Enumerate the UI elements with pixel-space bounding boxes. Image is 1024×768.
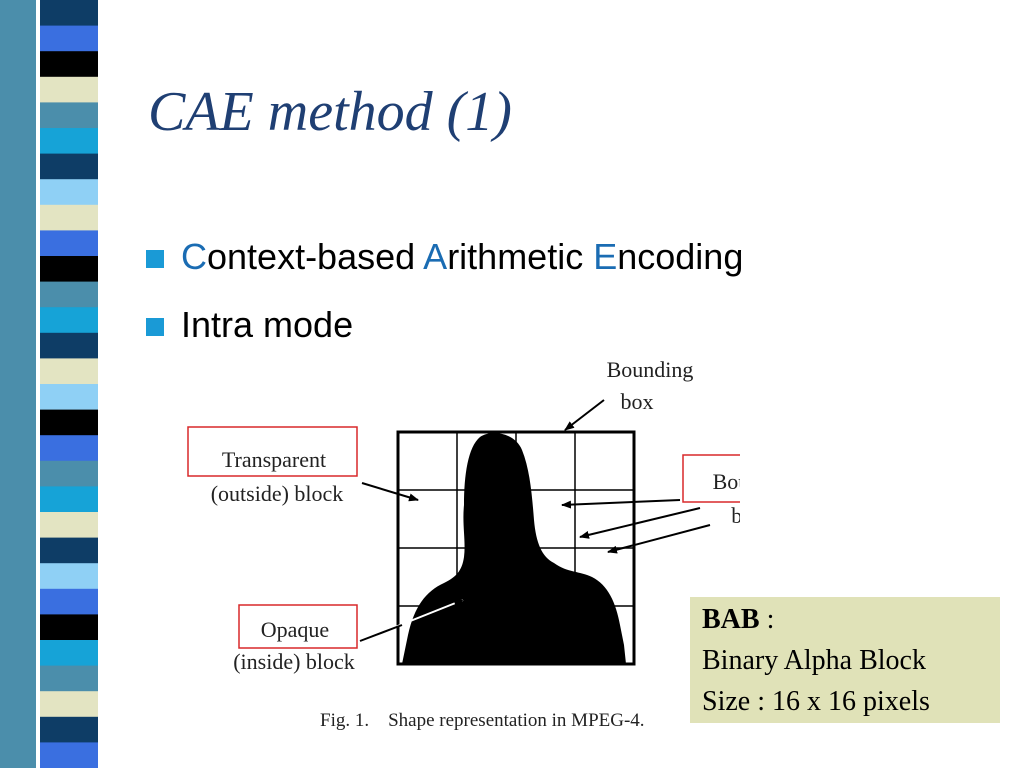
bullet-text-part: rithmetic	[447, 236, 594, 277]
stripe-block	[40, 0, 98, 27]
bullet-item-intra-mode: Intra mode	[146, 300, 743, 350]
transparent-label-line2: (outside) block	[211, 481, 344, 506]
stripe-block	[40, 358, 98, 385]
opaque-label-line2: (inside) block	[233, 649, 355, 674]
boundary-arrow-3	[607, 524, 711, 554]
bullet-item-cae: Context-based Arithmetic Encoding	[146, 232, 743, 282]
stripe-block	[40, 76, 98, 103]
transparent-label-line1: Transparent	[222, 447, 326, 472]
stripe-block	[40, 537, 98, 564]
stripe-block	[40, 51, 98, 78]
stripe-block	[40, 307, 98, 334]
bab-size: Size : 16 x 16 pixels	[702, 686, 930, 717]
bab-definition-box: BAB : Binary Alpha Block Size : 16 x 16 …	[690, 597, 1000, 723]
bullet-text-part: Intra mode	[181, 304, 354, 345]
transparent-block-arrow	[361, 482, 419, 502]
bab-separator: :	[759, 604, 775, 635]
stripe-block	[40, 204, 98, 231]
transparent-label-frame	[187, 426, 358, 477]
stripe-block	[40, 281, 98, 308]
bullet-text-part: A	[423, 236, 448, 277]
stripe-blocks	[40, 0, 98, 768]
stripe-block	[40, 742, 98, 768]
bab-definition: Binary Alpha Block	[702, 645, 926, 676]
bullet-list: Context-based Arithmetic Encoding Intra …	[146, 232, 743, 368]
stripe-left-edge	[0, 0, 36, 768]
square-bullet-icon	[146, 318, 164, 336]
decorative-stripe-bar	[0, 0, 112, 768]
square-bullet-icon	[146, 250, 164, 268]
opaque-block-arrow-outline	[359, 624, 403, 642]
bounding-box-grid	[396, 430, 636, 666]
bounding-box-label-line2: box	[621, 389, 654, 414]
bullet-text-part: C	[181, 236, 207, 277]
bullet-text-part: ncoding	[617, 236, 744, 277]
stripe-block	[40, 460, 98, 487]
bullet-text-part: ontext-based	[207, 236, 424, 277]
stripe-block	[40, 486, 98, 513]
stripe-block	[40, 409, 98, 436]
stripe-block	[40, 640, 98, 667]
boundary-label-frame	[682, 454, 740, 503]
boundary-arrow-2	[579, 507, 701, 539]
bounding-box-label-line1: Bounding	[607, 357, 694, 382]
opaque-label-frame	[238, 604, 358, 649]
stripe-block	[40, 153, 98, 180]
stripe-block	[40, 230, 98, 257]
bab-term: BAB	[702, 604, 760, 635]
opaque-label-line1: Opaque	[261, 617, 329, 642]
stripe-block	[40, 128, 98, 155]
stripe-block	[40, 512, 98, 539]
stripe-block	[40, 435, 98, 462]
bab-term-line: BAB :	[702, 599, 988, 640]
stripe-block	[40, 614, 98, 641]
stripe-block	[40, 256, 98, 283]
slide-title: CAE method (1)	[148, 81, 512, 143]
stripe-block	[40, 563, 98, 590]
shape-representation-figure: Bounding box Transparent (outside) block…	[187, 357, 740, 731]
stripe-block	[40, 691, 98, 718]
bounding-box-arrow	[564, 399, 605, 431]
stripe-block	[40, 384, 98, 411]
bullet-text-part: E	[593, 236, 618, 277]
figure-caption: Fig. 1. Shape representation in MPEG-4.	[320, 710, 645, 731]
stripe-block	[40, 179, 98, 206]
stripe-block	[40, 716, 98, 743]
stripe-block	[40, 25, 98, 52]
stripe-block	[40, 665, 98, 692]
stripe-block	[40, 588, 98, 615]
boundary-label-line1: Boundary	[713, 469, 740, 494]
boundary-label-line2: blocks	[731, 503, 740, 528]
stripe-block	[40, 102, 98, 129]
stripe-block	[40, 332, 98, 359]
boundary-arrow-1	[561, 499, 681, 509]
